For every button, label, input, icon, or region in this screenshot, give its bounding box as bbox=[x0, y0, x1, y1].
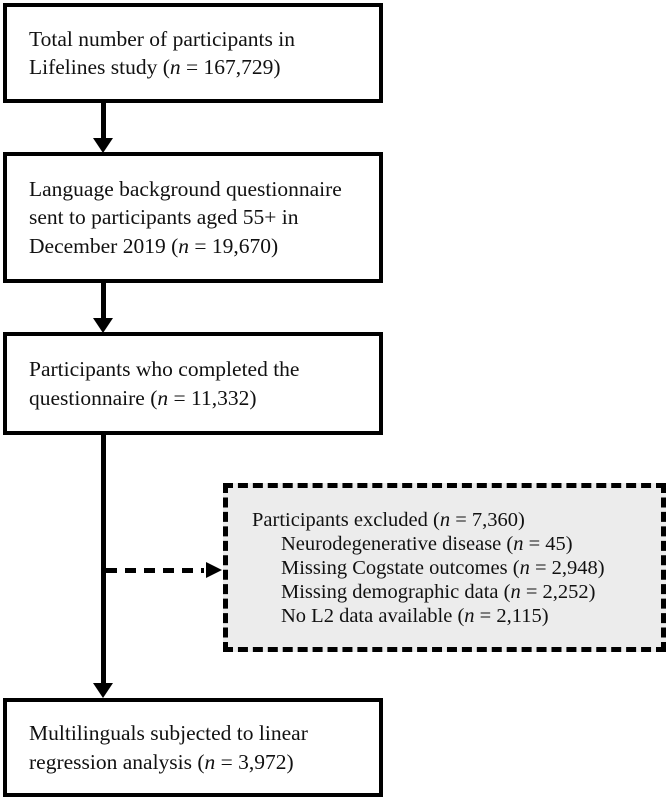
text-segment: questionnaire ( bbox=[29, 385, 158, 410]
text-segment: Lifelines study ( bbox=[29, 55, 170, 79]
text-segment: = 2,115) bbox=[474, 604, 549, 627]
excluded-item: No L2 data available (n = 2,115) bbox=[252, 604, 655, 628]
text-segment: Neurodegenerative disease ( bbox=[281, 532, 514, 555]
dashed-branch-line bbox=[106, 568, 204, 573]
excluded-item: Missing demographic data (n = 2,252) bbox=[252, 580, 655, 604]
excluded-item: Missing Cogstate outcomes (n = 2,948) bbox=[252, 556, 655, 580]
box-text-line: sent to participants aged 55+ in bbox=[29, 203, 371, 232]
text-segment: = 19,670) bbox=[189, 233, 279, 258]
arrowhead-right-icon bbox=[206, 562, 222, 578]
italic-n: n bbox=[519, 556, 530, 579]
text-segment: Total number of participants in bbox=[29, 26, 295, 51]
box-text-line: Lifelines study (n = 167,729) bbox=[29, 53, 371, 82]
text-segment: = 167,729) bbox=[180, 55, 281, 79]
text-segment: Missing demographic data ( bbox=[281, 580, 511, 603]
italic-n: n bbox=[510, 580, 521, 603]
box-text-line: December 2019 (n = 19,670) bbox=[29, 232, 371, 261]
italic-n: n bbox=[157, 385, 169, 410]
arrowhead-down-icon bbox=[93, 683, 113, 698]
box-text-line: Language background questionnaire bbox=[29, 175, 371, 204]
italic-n: n bbox=[169, 55, 181, 79]
excluded-header: Participants excluded (n = 7,360) bbox=[252, 508, 655, 532]
text-segment: = 45) bbox=[523, 532, 573, 555]
box-text-line: questionnaire (n = 11,332) bbox=[29, 384, 371, 413]
italic-n: n bbox=[464, 604, 475, 627]
italic-n: n bbox=[204, 749, 216, 774]
box-text-line: Participants who completed the bbox=[29, 355, 371, 384]
italic-n: n bbox=[513, 532, 524, 555]
text-segment: Language background questionnaire bbox=[29, 176, 342, 201]
arrowhead-down-icon bbox=[93, 138, 113, 153]
flow-box-participants-excluded: Participants excluded (n = 7,360) Neurod… bbox=[223, 483, 666, 652]
text-segment: = 2,252) bbox=[520, 580, 596, 603]
text-segment: = 7,360) bbox=[450, 508, 525, 531]
italic-n: n bbox=[178, 233, 189, 258]
text-segment: = 11,332) bbox=[168, 385, 257, 410]
text-segment: Multilinguals subjected to linear bbox=[29, 721, 308, 745]
italic-n: n bbox=[439, 508, 451, 531]
arrow-line-3 bbox=[101, 435, 106, 684]
box-text-line: Total number of participants in bbox=[29, 25, 371, 54]
box-text-line: regression analysis (n = 3,972) bbox=[29, 748, 371, 777]
text-segment: Missing Cogstate outcomes ( bbox=[281, 556, 520, 579]
text-segment: = 3,972) bbox=[215, 749, 294, 774]
excluded-item: Neurodegenerative disease (n = 45) bbox=[252, 532, 655, 556]
text-segment: Participants excluded ( bbox=[252, 508, 440, 531]
arrow-line-2 bbox=[101, 283, 106, 319]
flow-box-total-participants: Total number of participants in Lifeline… bbox=[3, 3, 383, 103]
text-segment: Participants who completed the bbox=[29, 357, 300, 381]
text-segment: December 2019 ( bbox=[29, 233, 179, 258]
box-text-line: Multilinguals subjected to linear bbox=[29, 719, 371, 748]
text-segment: = 2,948) bbox=[529, 556, 605, 579]
arrowhead-down-icon bbox=[93, 318, 113, 333]
text-segment: sent to participants aged 55+ in bbox=[29, 205, 299, 230]
text-segment: regression analysis ( bbox=[29, 749, 205, 774]
flow-box-completed-questionnaire: Participants who completed the questionn… bbox=[3, 332, 383, 435]
arrow-line-1 bbox=[101, 103, 106, 139]
flow-box-questionnaire-sent: Language background questionnaire sent t… bbox=[3, 152, 383, 283]
flow-box-linear-regression: Multilinguals subjected to linear regres… bbox=[3, 698, 383, 797]
text-segment: No L2 data available ( bbox=[281, 604, 465, 627]
